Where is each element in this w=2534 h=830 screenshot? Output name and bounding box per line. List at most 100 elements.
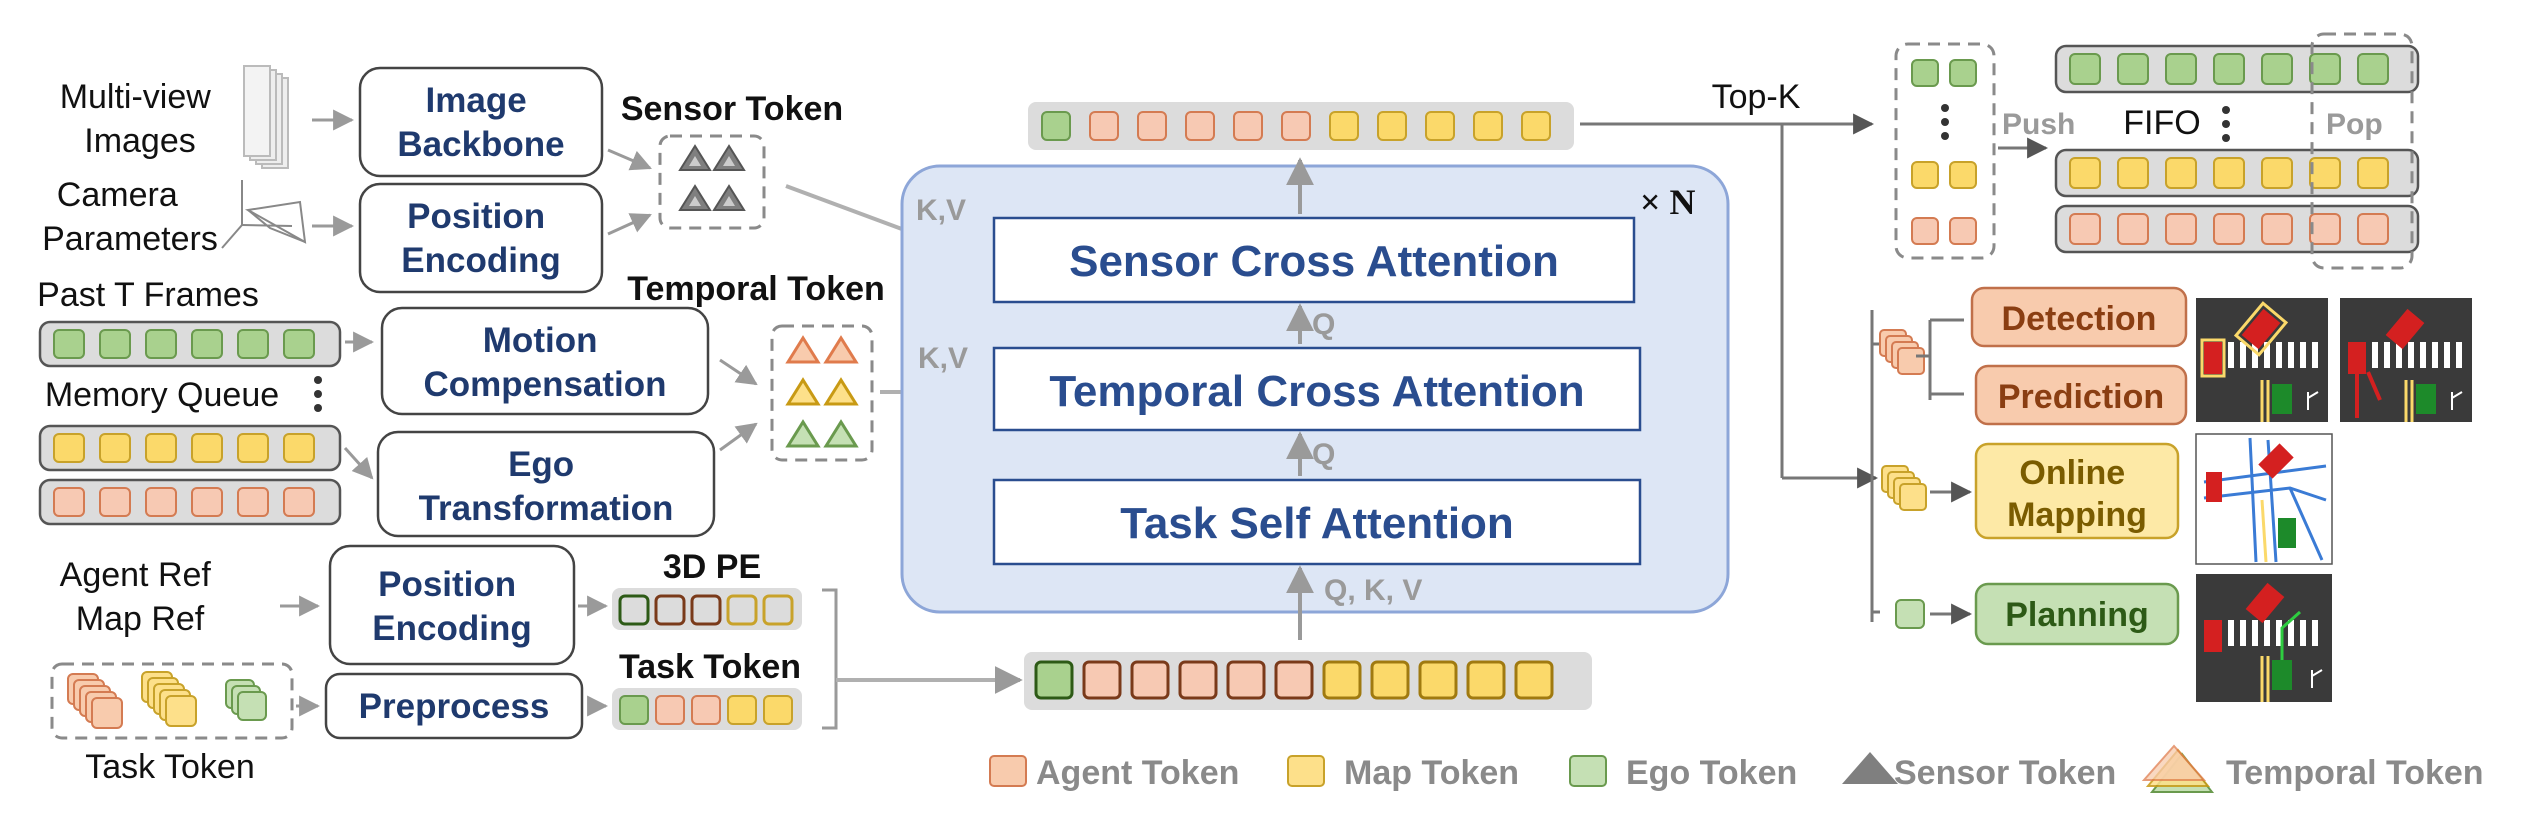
online-mapping-head <box>1974 442 2180 540</box>
ellipsis-icon <box>1941 104 1949 140</box>
agent-token-cell <box>53 487 85 517</box>
ego-token-stack-icon <box>225 679 267 721</box>
mapping-output-thumbnail <box>2195 433 2333 565</box>
map-token-cell <box>1377 111 1407 141</box>
map-token-cell <box>726 594 758 626</box>
map-token-cell <box>1514 660 1554 700</box>
ego-token-cell <box>1041 111 1071 141</box>
ego-token-cell <box>2165 53 2197 85</box>
map-token-cell <box>99 433 131 463</box>
prediction-output-thumbnail <box>2340 298 2472 422</box>
multiview-images-icon <box>243 65 289 169</box>
image-backbone-box <box>358 66 604 178</box>
map-token-cell <box>1329 111 1359 141</box>
ego-token-cell <box>618 594 650 626</box>
ego-token-cell <box>2309 53 2341 85</box>
preprocess-box <box>324 672 584 740</box>
temporal-token-group <box>770 324 874 462</box>
map-token-cell <box>145 433 177 463</box>
map-token-cell <box>1466 660 1506 700</box>
ego-token-cell <box>1034 660 1074 700</box>
ego-token-cell <box>2069 53 2101 85</box>
ego-token-cell <box>1949 59 1977 87</box>
map-token-stack-icon <box>141 671 197 727</box>
ego-token-cell <box>2357 53 2389 85</box>
agent-token-cell <box>237 487 269 517</box>
q-label-1: Q <box>1312 308 1335 341</box>
map-token-cell <box>283 433 315 463</box>
planning-label: Planning <box>2005 596 2149 634</box>
map-token-cell <box>1911 161 1939 189</box>
map-token-cell <box>727 695 757 725</box>
map-query-stack-icon <box>1881 465 1927 511</box>
detection-label: Detection <box>2002 300 2157 338</box>
temporal-token-triangles <box>785 335 859 448</box>
ego-token-cell <box>619 695 649 725</box>
agent-token-cell <box>1226 660 1266 700</box>
topk-label: Top-K <box>1712 78 1801 116</box>
ellipsis-icon <box>2222 106 2230 142</box>
topk-selection-group <box>1894 42 1996 260</box>
kv-label-2: K,V <box>918 342 968 375</box>
agent-token-cell <box>1130 660 1170 700</box>
task-token-input-label: Task Token <box>85 748 254 786</box>
image-backbone-label: Image Backbone <box>397 81 564 164</box>
map-token-cell <box>1473 111 1503 141</box>
ego-token-cell <box>99 329 131 359</box>
agent-token-cell <box>690 594 722 626</box>
legend-agent-label: Agent Token <box>1036 754 1239 792</box>
agent-token-cell <box>2357 213 2389 245</box>
ego-token-cell <box>191 329 223 359</box>
sensor-cross-attention-box <box>992 216 1636 304</box>
temporal-cross-attention-box <box>992 346 1642 432</box>
map-token-cell <box>1425 111 1455 141</box>
agent-token-cell <box>2117 213 2149 245</box>
repeat-n-label: × N <box>1640 182 1696 222</box>
pe-3d-label: 3D PE <box>663 548 761 586</box>
legend-temporal-swatch <box>2141 744 2215 793</box>
agent-query-stack-icon <box>1879 329 1925 375</box>
push-label: Push <box>2002 108 2075 141</box>
map-token-cell <box>191 433 223 463</box>
planning-head <box>1974 582 2180 646</box>
agent-token-cell <box>655 695 685 725</box>
map-token-cell <box>2069 157 2101 189</box>
ego-token-cell <box>2261 53 2293 85</box>
legend-sensor-swatch <box>1842 752 1898 784</box>
detection-output-thumbnail <box>2196 298 2328 422</box>
ego-token-cell <box>2117 53 2149 85</box>
legend-temporal-label: Temporal Token <box>2226 754 2484 792</box>
memory-queue-label: Memory Queue <box>45 376 279 414</box>
ellipsis-icon <box>314 376 322 412</box>
planning-output-thumbnail <box>2196 574 2332 702</box>
pop-window <box>2310 32 2414 270</box>
map-token-cell <box>1322 660 1362 700</box>
agent-token-cell <box>191 487 223 517</box>
ego-token-cell <box>237 329 269 359</box>
agent-token-cell <box>2165 213 2197 245</box>
map-token-cell <box>2165 157 2197 189</box>
agent-token-cell <box>1274 660 1314 700</box>
agent-token-cell <box>1233 111 1263 141</box>
sensor-token-group <box>658 134 766 230</box>
qkv-label: Q, K, V <box>1324 574 1422 607</box>
map-token-cell <box>2357 157 2389 189</box>
agent-token-cell <box>1281 111 1311 141</box>
online-mapping-label: Online Mapping <box>2007 454 2147 534</box>
agent-token-cell <box>2213 213 2245 245</box>
position-encoding-label-1: Position Encoding <box>401 197 560 280</box>
agent-token-cell <box>1949 217 1977 245</box>
legend-map-swatch <box>1287 755 1325 787</box>
temporal-token-label: Temporal Token <box>627 270 885 308</box>
map-token-cell <box>1418 660 1458 700</box>
pop-label: Pop <box>2326 108 2383 141</box>
map-token-cell <box>1521 111 1551 141</box>
sensor-token-label: Sensor Token <box>621 90 843 128</box>
sensor-cross-attention-label: Sensor Cross Attention <box>1069 237 1559 286</box>
map-token-cell <box>1370 660 1410 700</box>
agent-token-cell <box>691 695 721 725</box>
prediction-label: Prediction <box>1998 378 2164 416</box>
agent-token-cell <box>99 487 131 517</box>
map-token-cell <box>237 433 269 463</box>
